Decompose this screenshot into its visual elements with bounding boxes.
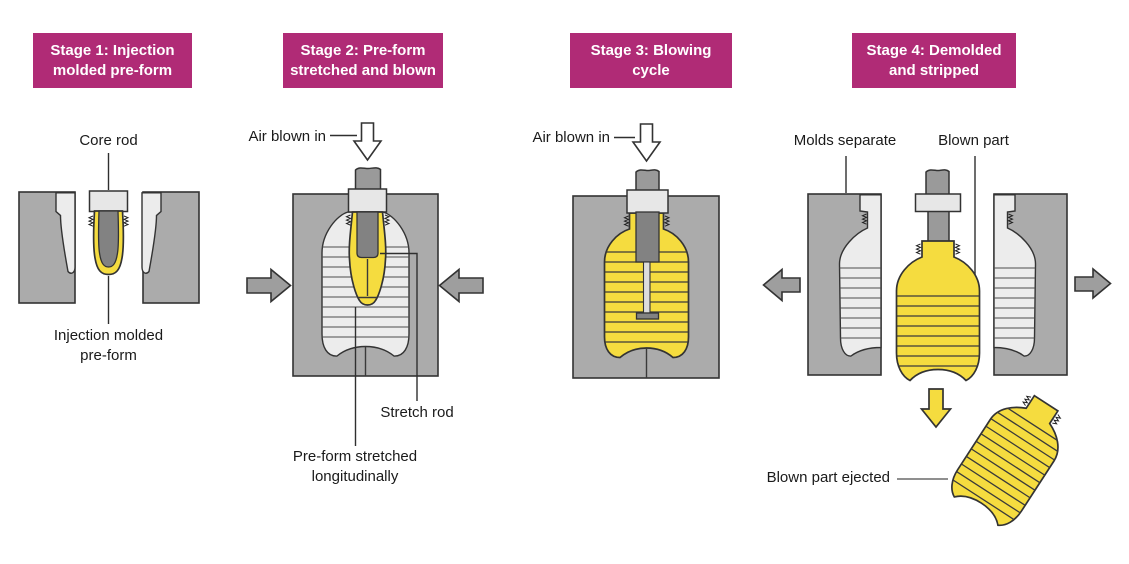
thread-marks: [861, 213, 868, 225]
thread-marks: [1007, 213, 1014, 225]
stage2-header: Stage 2: Pre-form stretched and blown: [283, 33, 443, 88]
thread-marks: [345, 214, 352, 226]
injection-molded-preform-label: Injection molded pre-form: [53, 327, 164, 364]
air-blown-in-label: Air blown in: [532, 129, 610, 146]
blow-rod-inner: [635, 211, 660, 263]
neck-collar: [914, 193, 962, 213]
press-right-arrow-icon: [246, 267, 292, 304]
stage4-header-text: Stage 4: Demolded and stripped: [866, 41, 1002, 79]
thread-marks: [122, 215, 130, 227]
preform-stretched-label: Pre-form stretched longitudinally: [292, 448, 418, 485]
blown-part: [895, 240, 981, 382]
core-rod: [97, 210, 120, 268]
thread-marks: [87, 215, 95, 227]
ejected-bottle-group: [943, 381, 1079, 533]
stretch-rod: [356, 211, 379, 259]
stage1-header-text: Stage 1: Injection molded pre-form: [50, 41, 175, 79]
bottle-ribs: [949, 401, 1067, 523]
blow-rod-lower: [927, 210, 950, 243]
cavity-ribs: [994, 267, 1036, 339]
stretch-rod-callout-line: [380, 252, 418, 401]
stage3-header-text: Stage 3: Blowing cycle: [590, 41, 712, 79]
stage2-header-text: Stage 2: Pre-form stretched and blown: [290, 41, 436, 79]
preform-cap: [88, 190, 129, 213]
stage4-header: Stage 4: Demolded and stripped: [852, 33, 1016, 88]
neck-collar: [347, 188, 388, 213]
stage3-illustration: [572, 123, 720, 379]
eject-down-arrow-icon: [919, 388, 953, 429]
air-down-arrow-icon: [352, 122, 383, 162]
separate-left-arrow-icon: [762, 267, 801, 303]
thread-marks: [383, 214, 391, 226]
molds-separate-label: Molds separate: [793, 132, 897, 149]
stage1-header: Stage 1: Injection molded pre-form: [33, 33, 192, 88]
blow-rod: [925, 169, 950, 197]
stage3-header: Stage 3: Blowing cycle: [570, 33, 732, 88]
bottle-ribs: [896, 295, 980, 367]
stage4-illustration: [762, 156, 1112, 533]
thread-marks: [915, 243, 922, 255]
thread-marks: [1022, 395, 1032, 406]
air-blown-in-label: Air blown in: [248, 128, 326, 145]
blown-part-ejected-label: Blown part ejected: [766, 469, 890, 486]
thread-marks: [623, 215, 630, 227]
mold-cavity-left: [55, 192, 76, 274]
mold-cavity-right: [141, 192, 162, 274]
thread-marks: [1052, 414, 1062, 425]
stretch-rod-label: Stretch rod: [380, 404, 454, 421]
separate-right-arrow-icon: [1074, 267, 1112, 300]
core-rod-label: Core rod: [79, 132, 138, 149]
thread-marks: [954, 243, 961, 255]
cavity-ribs: [839, 267, 881, 339]
stretch-rod-tip: [635, 312, 660, 320]
press-left-arrow-icon: [438, 267, 484, 304]
stretch-rod: [642, 261, 651, 314]
blown-part-label: Blown part: [938, 132, 1009, 149]
neck-collar: [626, 189, 669, 214]
ejected-bottle: [943, 381, 1079, 533]
stage1-illustration: [18, 153, 200, 324]
air-down-arrow-icon: [631, 123, 662, 163]
stage2-illustration: [246, 122, 484, 446]
thread-marks: [663, 215, 671, 227]
